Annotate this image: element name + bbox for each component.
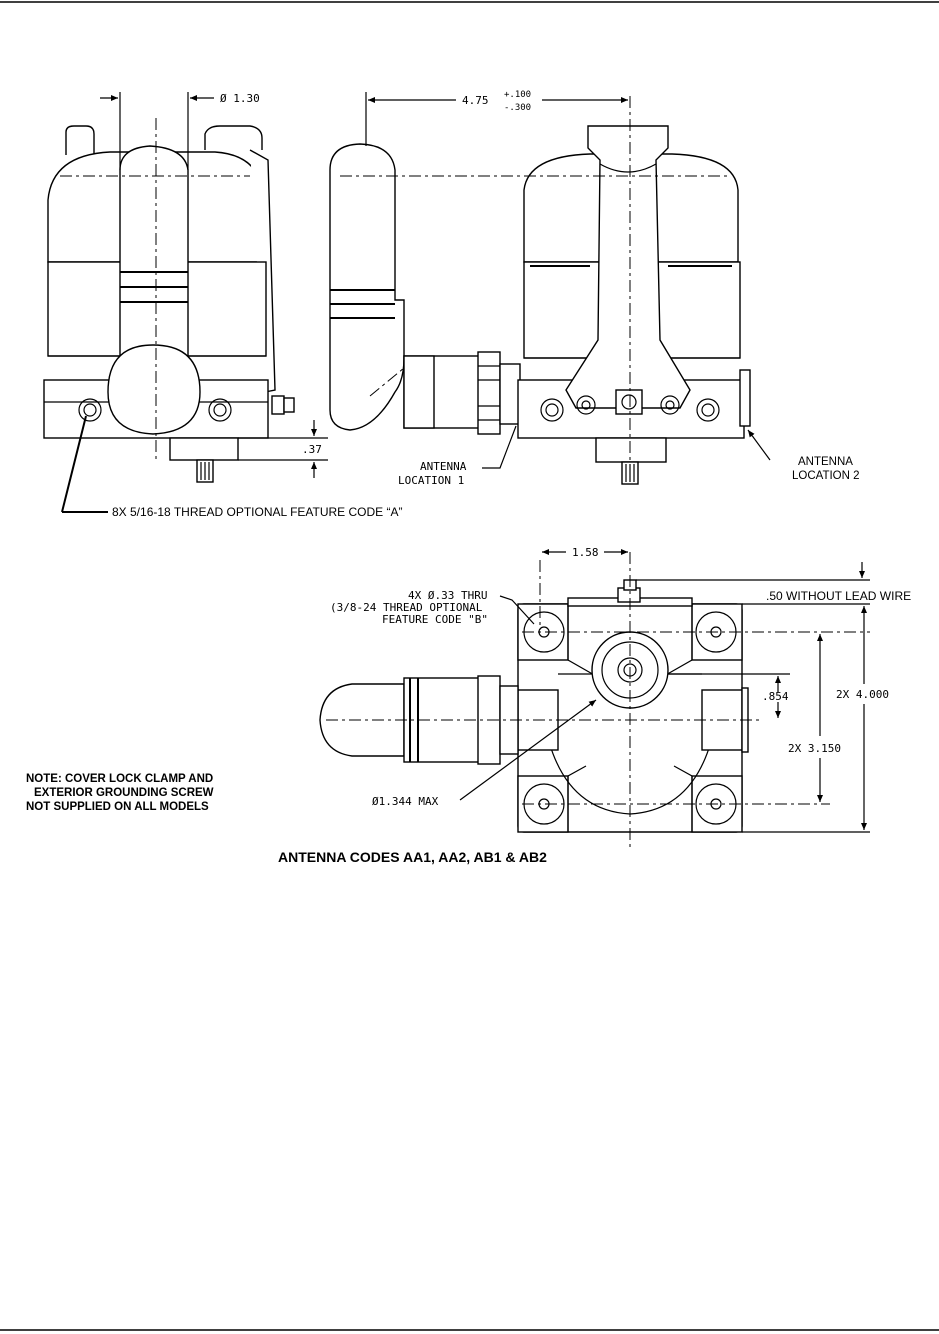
note-line-2: EXTERIOR GROUNDING SCREW (34, 787, 214, 799)
dim-0-37: .37 (302, 443, 322, 456)
note-line-1: NOTE: COVER LOCK CLAMP AND (26, 773, 213, 785)
thru-holes-line-3: FEATURE CODE "B" (382, 613, 488, 626)
dim-4-75-tol-minus: -.300 (504, 103, 531, 113)
dim-2x-3-150: 2X 3.150 (788, 742, 841, 755)
dim-2x-4-000: 2X 4.000 (836, 688, 889, 701)
thru-holes-line-1: 4X Ø.33 THRU (408, 589, 487, 602)
dim-0-854: .854 (762, 690, 789, 703)
thread-feature-a-note: 8X 5/16-18 THREAD OPTIONAL FEATURE CODE … (112, 505, 403, 519)
antenna-location-2-label-b: LOCATION 2 (792, 470, 860, 482)
dim-diameter-1-344: Ø1.344 MAX (372, 795, 439, 808)
dim-4-75: 4.75 (462, 94, 489, 107)
thru-holes-line-2: (3/8-24 THREAD OPTIONAL (330, 601, 483, 614)
antenna-location-1-label-b: LOCATION 1 (398, 474, 464, 487)
plan-view (319, 549, 870, 848)
note-line-3: NOT SUPPLIED ON ALL MODELS (26, 801, 209, 813)
front-view (329, 92, 771, 485)
dim-4-75-tol-plus: +.100 (504, 90, 531, 100)
dim-1-58: 1.58 (572, 546, 599, 559)
antenna-location-2-label-a: ANTENNA (798, 456, 853, 468)
side-view (43, 92, 328, 513)
antenna-location-1-label-a: ANTENNA (420, 460, 467, 473)
dim-diameter-1-30: Ø 1.30 (220, 92, 260, 105)
dim-lead-wire: .50 WITHOUT LEAD WIRE (766, 589, 911, 603)
drawing-caption: ANTENNA CODES AA1, AA2, AB1 & AB2 (278, 849, 547, 865)
